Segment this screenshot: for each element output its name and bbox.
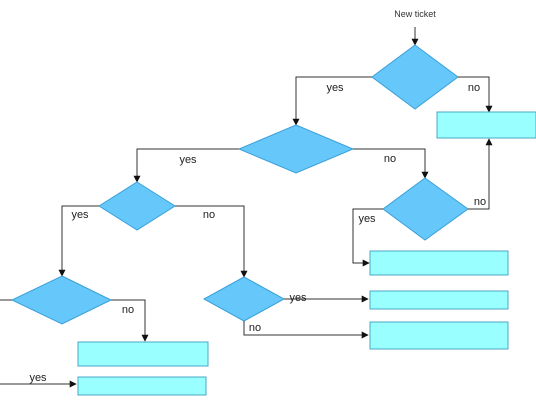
edge-d1-no xyxy=(458,76,493,113)
decision-3 xyxy=(98,181,176,231)
edge-d5-yes xyxy=(352,208,383,267)
start-label: New ticket xyxy=(394,9,436,19)
edge-d6-no xyxy=(243,321,369,339)
edge-d2-yes xyxy=(133,148,239,183)
edge-d2-no xyxy=(353,148,429,179)
edge-label-d5-no: no xyxy=(474,196,486,208)
edge-label-d3-yes: yes xyxy=(71,209,89,221)
decision-6 xyxy=(202,276,286,322)
edge-d1-yes xyxy=(292,76,372,126)
process-box-d4-no xyxy=(77,341,209,367)
decision-2 xyxy=(237,124,355,174)
edge-d3-no xyxy=(175,205,248,278)
edge-d4-no xyxy=(111,299,149,342)
process-box-right-middle xyxy=(369,250,509,276)
edge-label-d2-no: no xyxy=(384,153,396,165)
decision-5 xyxy=(382,177,469,241)
edge-label-d2-yes: yes xyxy=(179,154,197,166)
edge-label-d1-no: no xyxy=(468,82,480,94)
edge-label-d6-no: no xyxy=(249,322,261,334)
decision-1 xyxy=(371,44,459,110)
edge-label-bottom-yes: yes xyxy=(29,372,47,384)
edge-label-d1-yes: yes xyxy=(326,82,344,94)
edge-label-d5-yes: yes xyxy=(358,213,376,225)
process-box-top-right xyxy=(436,111,536,139)
edge-d3-yes xyxy=(58,205,99,277)
process-box-d6-no xyxy=(369,321,509,350)
edge-label-d4-no: no xyxy=(122,304,134,316)
edge-d5-no xyxy=(468,138,493,210)
process-box-bottom-left xyxy=(77,376,207,396)
edge-label-d3-no: no xyxy=(203,209,215,221)
decision-4 xyxy=(10,275,113,325)
process-box-d6-yes xyxy=(369,290,509,310)
edge-label-d6-yes: yes xyxy=(289,292,307,304)
